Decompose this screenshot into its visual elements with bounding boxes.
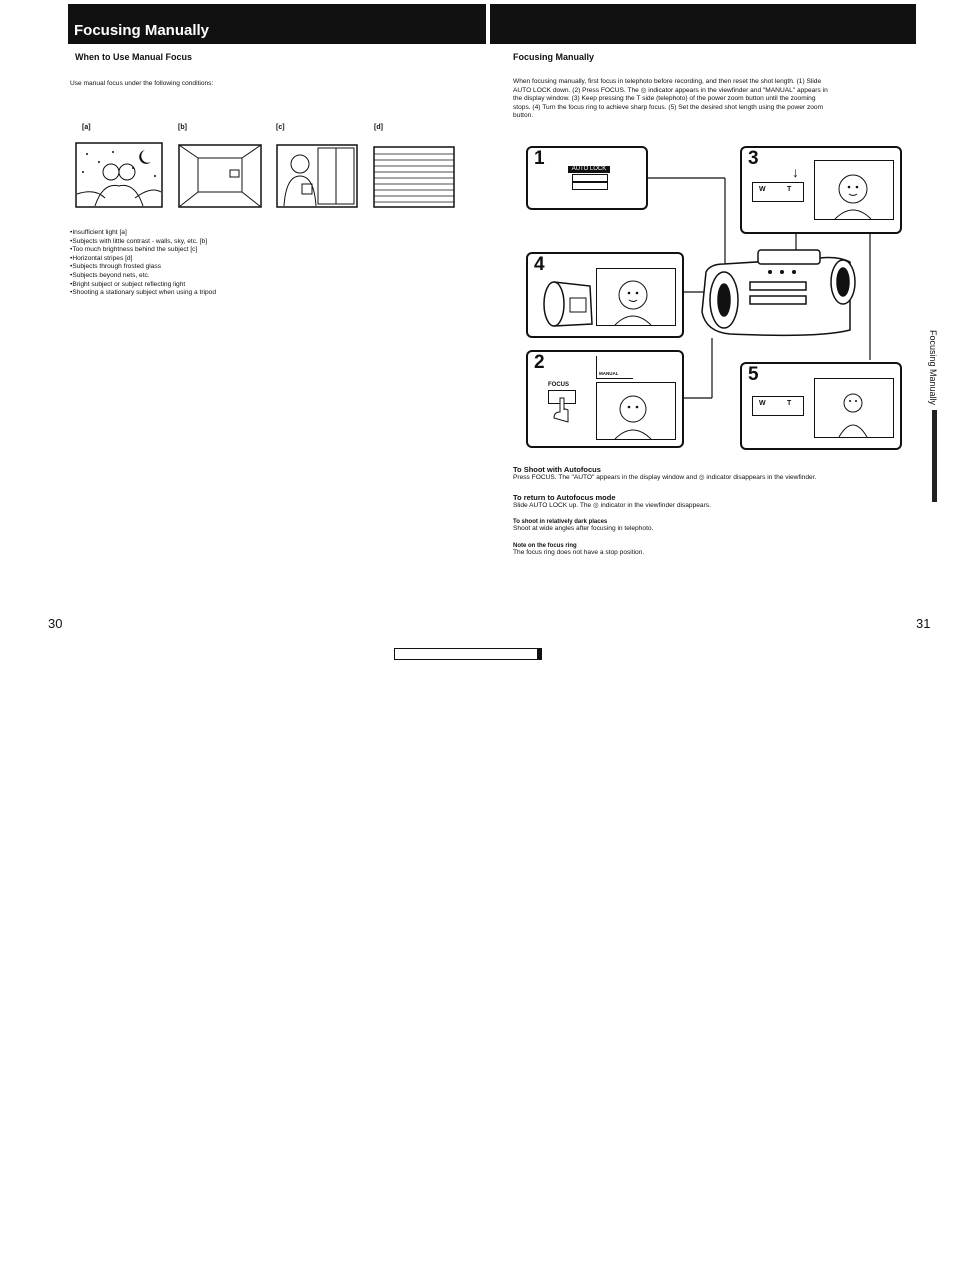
page-title: Focusing Manually: [74, 22, 210, 39]
page-number-left: 30: [48, 616, 63, 631]
step-5-panel: 5 W T: [740, 362, 902, 450]
list-item: Bright subject or subject reflecting lig…: [70, 281, 216, 290]
right-section-title: Focusing Manually: [513, 52, 595, 62]
list-item: Too much brightness behind the subject […: [70, 246, 216, 255]
viewfinder-screen-4: [596, 268, 676, 326]
intro-line: the display window. (3) Keep pressing th…: [513, 95, 816, 103]
figure-label-c: [c]: [276, 124, 285, 131]
note-title: To return to Autofocus mode: [513, 492, 616, 502]
left-section-title: When to Use Manual Focus: [75, 52, 193, 62]
note-title: Note on the focus ring: [513, 542, 577, 549]
note-body: Slide AUTO LOCK up. The ◎ indicator in t…: [513, 501, 711, 509]
viewfinder-screen-3: [814, 160, 894, 220]
step-3-panel: 3 W T ↓: [740, 146, 902, 234]
figure-b-plain-room: [178, 144, 262, 208]
zoom-lever-5[interactable]: W T: [752, 396, 804, 416]
list-item: Insufficient light [a]: [70, 229, 216, 238]
child-face-icon: [614, 280, 652, 326]
child-face-icon: [614, 395, 652, 440]
note-title: To Shoot with Autofocus: [513, 465, 601, 474]
list-item: Subjects beyond nets, etc.: [70, 272, 216, 281]
figure-c-backlit-subject: [276, 144, 358, 208]
side-tab-marker: [932, 410, 937, 502]
figure-label-a: [a]: [82, 124, 91, 131]
auto-lock-label: AUTO LOCK: [568, 166, 610, 173]
side-tab-label: Focusing Manually: [928, 330, 938, 406]
zoom-t-label: T: [787, 400, 792, 407]
step-1-number: 1: [534, 148, 545, 169]
focus-label: FOCUS: [548, 382, 569, 388]
intro-line: stops. (4) Turn the focus ring to achiev…: [513, 103, 824, 111]
figure-d-horizontal-stripes: [373, 146, 455, 208]
note-body: Shoot at wide angles after focusing in t…: [513, 525, 654, 533]
left-header-bar: [68, 4, 486, 44]
left-intro: Use manual focus under the following con…: [70, 80, 214, 87]
figure-label-b: [b]: [178, 124, 187, 131]
step-4-panel: 4: [526, 252, 684, 338]
list-item: Subjects with little contrast - walls, s…: [70, 238, 216, 247]
step-2-panel: 2 MANUAL FOCUS: [526, 350, 684, 448]
step-3-number: 3: [748, 148, 759, 169]
list-item: Horizontal stripes [d]: [70, 255, 216, 264]
zoom-lever[interactable]: W T: [752, 182, 804, 202]
step-1-panel: 1 AUTO LOCK: [526, 146, 648, 210]
list-item: Shooting a stationary subject when using…: [70, 289, 216, 298]
conditions-list: Insufficient light [a] Subjects with lit…: [70, 229, 216, 298]
binding-bracket: [394, 648, 542, 660]
intro-line: button.: [513, 112, 534, 120]
note-body: Press FOCUS. The "AUTO" appears in the d…: [513, 474, 817, 481]
camcorder-diagram: [646, 177, 871, 399]
auto-lock-switch[interactable]: [572, 174, 608, 190]
page-number-right: 31: [916, 616, 931, 631]
right-intro: When focusing manually, first focus in t…: [513, 78, 913, 121]
finger-press-icon: [553, 397, 569, 423]
display-window: MANUAL: [596, 356, 633, 379]
step-5-number: 5: [748, 364, 759, 385]
note-body: The focus ring does not have a stop posi…: [513, 548, 645, 556]
manual-indicator: MANUAL: [599, 371, 619, 376]
note-title: To shoot in relatively dark places: [513, 519, 608, 526]
child-figure-icon: [838, 393, 868, 438]
viewfinder-screen-2: [596, 382, 676, 440]
step-4-number: 4: [534, 254, 545, 275]
step-2-number: 2: [534, 352, 545, 373]
arrow-down-icon: ↓: [792, 164, 799, 180]
zoom-t-label: T: [787, 186, 792, 193]
list-item: Subjects through frosted glass: [70, 263, 216, 272]
figure-a-night-couple: [75, 142, 163, 208]
intro-line: AUTO LOCK down. (2) Press FOCUS. The ◎ i…: [513, 86, 828, 94]
zoom-w-label: W: [759, 186, 766, 193]
right-header-bar: [490, 4, 916, 44]
intro-line: When focusing manually, first focus in t…: [513, 78, 822, 85]
child-face-icon: [834, 174, 872, 220]
zoom-w-label: W: [759, 400, 766, 407]
notes-section: To Shoot with Autofocus Press FOCUS. The…: [513, 465, 913, 557]
viewfinder-screen-5: [814, 378, 894, 438]
focus-ring-icon: [543, 281, 593, 327]
figure-label-d: [d]: [374, 124, 383, 131]
